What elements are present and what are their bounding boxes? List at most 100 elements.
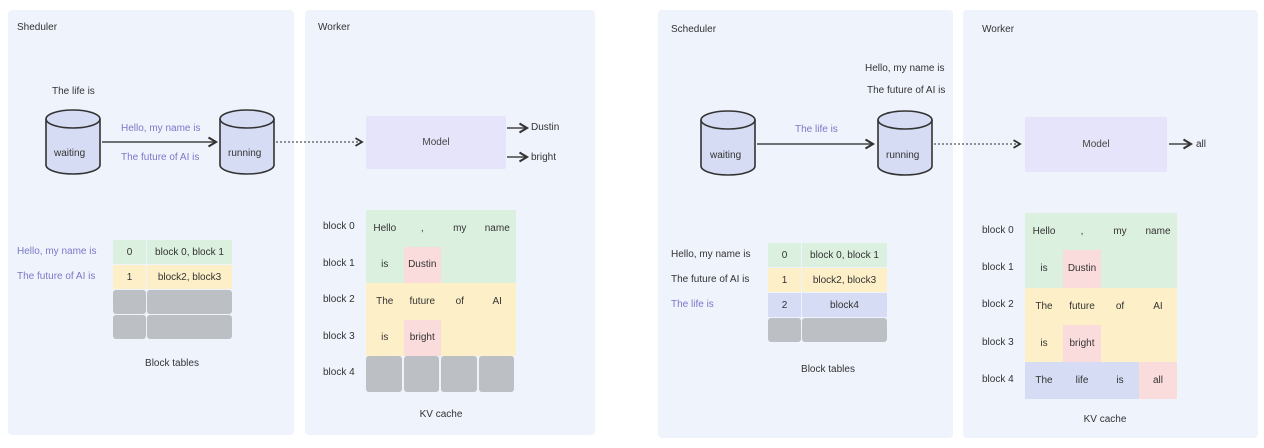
kv-token-cell: of	[441, 283, 479, 320]
kv-block-label: block 1	[323, 257, 355, 269]
block-table-seq-label: The life is	[671, 299, 714, 310]
kv-token-cell: name	[1139, 213, 1177, 251]
kv-token-cell: my	[1101, 213, 1139, 251]
kv-token-cell: ,	[1063, 213, 1101, 251]
kv-token-cell: is	[1101, 362, 1139, 400]
block-table-blocks-cell	[147, 315, 232, 339]
kv-token-cell: is	[1025, 324, 1063, 363]
right-running-seq-0: Hello, my name is	[865, 63, 945, 74]
block-table-blocks-cell: block4	[802, 293, 887, 317]
block-table-id-cell	[768, 318, 801, 342]
left-kv-cache-caption: KV cache	[419, 409, 463, 420]
right-kv-cache-caption: KV cache	[1083, 414, 1127, 425]
kv-token-cell: Hello	[1025, 213, 1063, 251]
right-waiting-queue-icon	[700, 110, 756, 176]
right-arrow-label-0: The life is	[795, 124, 838, 135]
block-table-blocks-cell	[147, 290, 232, 314]
kv-token-cell	[1101, 250, 1139, 288]
left-model-box: Model	[366, 116, 506, 169]
kv-token-cell: The	[366, 283, 404, 320]
kv-token-cell	[1101, 324, 1139, 363]
block-table-id-cell: 1	[768, 268, 801, 292]
kv-token-cell: my	[441, 210, 479, 247]
left-scheduler-panel	[8, 10, 294, 435]
kv-token-cell: The	[1025, 362, 1063, 400]
kv-token-cell: AI	[478, 283, 516, 320]
kv-token-cell	[403, 356, 439, 392]
left-output-token-1: bright	[531, 152, 557, 163]
block-table-id-cell: 0	[768, 243, 801, 267]
kv-token-cell: The	[1025, 287, 1063, 325]
kv-token-cell	[441, 356, 477, 392]
block-table-seq-label: The future of AI is	[17, 271, 96, 282]
right-running-seq-1: The future of AI is	[867, 85, 946, 96]
block-table-blocks-cell: block2, block3	[802, 268, 887, 292]
block-table-blocks-cell: block2, block3	[147, 265, 232, 289]
kv-token-cell: AI	[1139, 287, 1177, 325]
kv-token-cell	[441, 319, 479, 356]
kv-token-cell: bright	[403, 319, 441, 356]
block-table-blocks-cell	[802, 318, 887, 342]
block-table-seq-label: Hello, my name is	[17, 246, 97, 257]
left-block-table-caption: Block tables	[145, 358, 199, 369]
left-waiting-queue-icon	[45, 109, 101, 175]
right-running-queue-icon	[877, 110, 933, 176]
right-block-table-caption: Block tables	[801, 364, 855, 375]
kv-token-cell: Hello	[366, 210, 404, 247]
right-model-box: Model	[1025, 117, 1167, 172]
right-worker-title: Worker	[982, 24, 1015, 35]
block-table-id-cell: 2	[768, 293, 801, 317]
kv-block-label: block 3	[982, 336, 1014, 348]
kv-token-cell: Dustin	[403, 246, 441, 283]
block-table-id-cell	[113, 290, 146, 314]
left-waiting-seq-0: The life is	[52, 86, 95, 97]
kv-block-label: block 0	[982, 224, 1014, 236]
left-scheduler-title: Sheduler	[17, 22, 58, 33]
right-scheduler-panel	[658, 10, 953, 438]
kv-token-cell: future	[1063, 287, 1101, 325]
kv-token-cell: all	[1139, 362, 1177, 400]
kv-token-cell: is	[366, 246, 404, 283]
left-arrow-label-0: Hello, my name is	[121, 123, 201, 134]
left-output-token-0: Dustin	[531, 122, 560, 133]
right-output-token-0: all	[1196, 139, 1207, 150]
block-table-id-cell: 1	[113, 265, 146, 289]
block-table-blocks-cell: block 0, block 1	[802, 243, 887, 267]
kv-token-cell: Dustin	[1063, 250, 1101, 288]
kv-block-label: block 2	[323, 294, 355, 306]
block-table-seq-label: Hello, my name is	[671, 249, 751, 260]
kv-token-cell: of	[1101, 287, 1139, 325]
left-waiting-label: waiting	[54, 148, 86, 159]
kv-token-cell	[478, 246, 516, 283]
left-running-label: running	[228, 148, 262, 159]
kv-block-label: block 3	[323, 330, 355, 342]
kv-token-cell: ,	[403, 210, 441, 247]
kv-token-cell: is	[1025, 250, 1063, 288]
block-table-seq-label: The future of AI is	[671, 274, 750, 285]
right-running-label: running	[886, 150, 920, 161]
left-arrow-label-1: The future of AI is	[121, 152, 200, 163]
kv-token-cell	[441, 246, 479, 283]
kv-token-cell	[1139, 324, 1177, 363]
right-model-label: Model	[1082, 139, 1110, 150]
kv-block-label: block 0	[323, 221, 355, 233]
kv-token-cell	[478, 319, 516, 356]
right-scheduler-title: Scheduler	[671, 24, 717, 35]
kv-block-label: block 1	[982, 261, 1014, 273]
left-model-label: Model	[422, 137, 450, 148]
kv-token-cell: future	[403, 283, 441, 320]
kv-token-cell: is	[366, 319, 404, 356]
kv-block-label: block 4	[982, 373, 1014, 385]
left-running-queue-icon	[219, 109, 275, 175]
kv-token-cell	[1139, 250, 1177, 288]
right-waiting-label: waiting	[710, 150, 742, 161]
kv-token-cell: life	[1063, 362, 1101, 400]
block-table-id-cell	[113, 315, 146, 339]
kv-token-cell	[366, 356, 402, 392]
left-worker-title: Worker	[318, 22, 351, 33]
block-table-blocks-cell: block 0, block 1	[147, 240, 232, 264]
kv-token-cell: name	[478, 210, 516, 247]
kv-block-label: block 4	[323, 367, 355, 379]
kv-token-cell	[478, 356, 514, 392]
